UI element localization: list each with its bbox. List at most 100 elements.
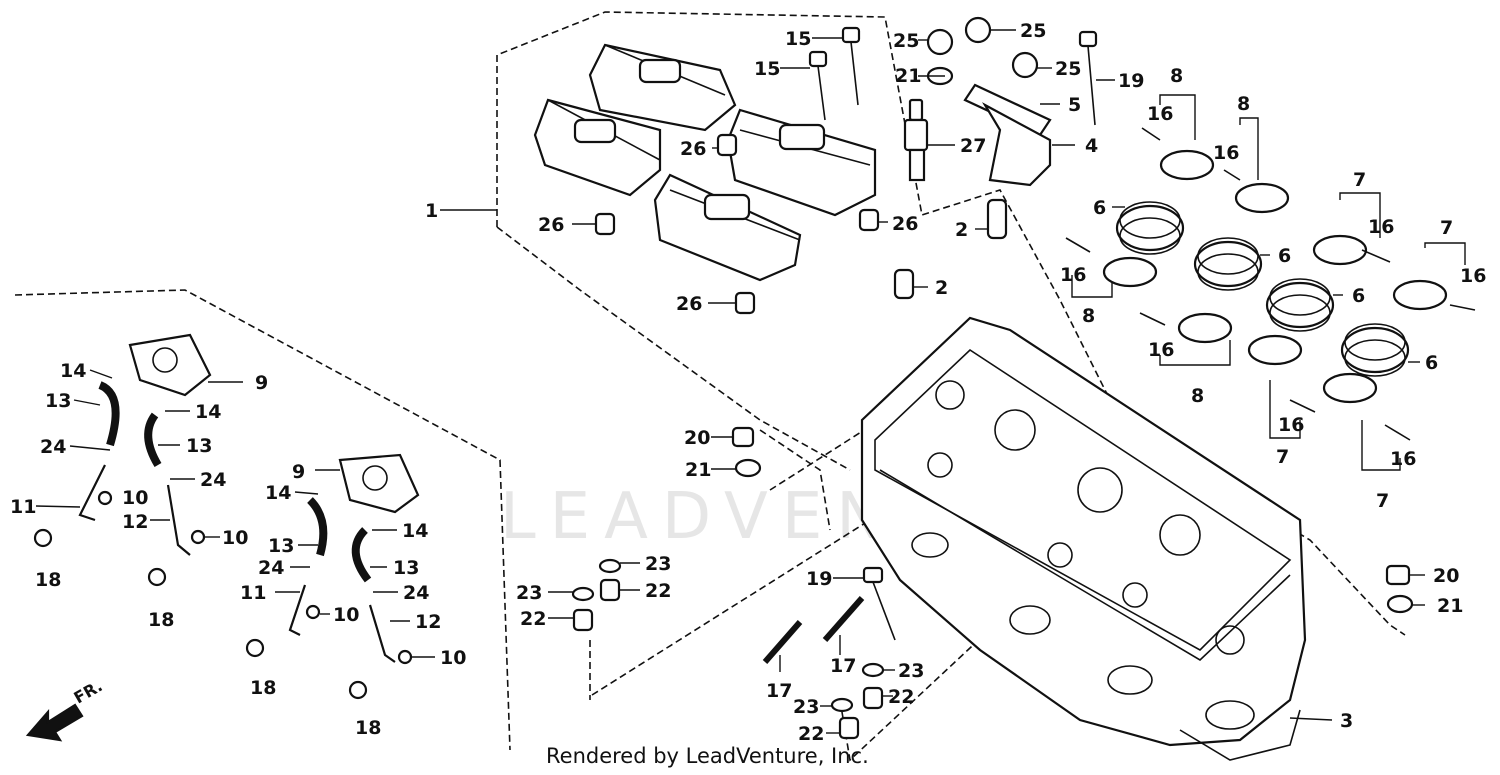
callout-24-c: 24 xyxy=(258,557,284,579)
direction-label: FR. xyxy=(71,676,106,707)
callout-26-d: 26 xyxy=(676,293,702,315)
clamp-7-a xyxy=(1312,234,1368,266)
callout-18-a: 18 xyxy=(35,569,61,591)
callout-18-b: 18 xyxy=(148,609,174,631)
screw-16-d xyxy=(1139,312,1166,326)
callout-14-c: 14 xyxy=(265,482,291,504)
joint-9-b xyxy=(338,453,420,514)
bolt-19-lower xyxy=(862,566,896,641)
lower-guide-line-3 xyxy=(839,619,1001,762)
screw-16-e xyxy=(1361,249,1391,263)
callout-18-d: 18 xyxy=(355,717,381,739)
callout-14-d: 14 xyxy=(402,520,428,542)
callout-4: 4 xyxy=(1085,135,1098,157)
callout-6-a: 6 xyxy=(1093,197,1106,219)
collar-2-b xyxy=(893,268,915,300)
washer-23-b xyxy=(571,586,595,602)
left-group-outline xyxy=(14,289,511,751)
clamp-7-c xyxy=(1247,334,1303,366)
cam-holder-3 xyxy=(726,108,877,217)
hose-13-a xyxy=(98,381,120,447)
clamp-8-a xyxy=(1159,149,1215,181)
dowel-26-c xyxy=(858,208,880,232)
callout-2-b: 2 xyxy=(935,277,948,299)
callout-7-c: 7 xyxy=(1276,446,1289,468)
callout-17-b: 17 xyxy=(830,655,856,677)
callout-21-c: 21 xyxy=(1437,595,1463,617)
callout-8-a: 8 xyxy=(1170,65,1183,87)
washer-23-d xyxy=(830,697,854,713)
cap-nut-25-c xyxy=(1011,51,1039,79)
spark-plug xyxy=(903,98,929,182)
cam-holder-1 xyxy=(588,43,737,132)
bolt-20-a xyxy=(731,426,755,448)
pipe-11-b xyxy=(288,584,307,636)
cam-holder-2 xyxy=(533,98,662,197)
callout-25-a: 25 xyxy=(893,30,919,52)
callout-11-b: 11 xyxy=(240,582,266,604)
callout-23-d: 23 xyxy=(793,696,819,718)
clamp-8-c xyxy=(1102,256,1158,288)
clamp-7-d xyxy=(1322,372,1378,404)
callout-6-d: 6 xyxy=(1425,352,1438,374)
callout-26-b: 26 xyxy=(538,214,564,236)
pipe-12-b xyxy=(368,604,396,663)
washer-23-c xyxy=(861,662,885,678)
bolt-19-top xyxy=(1078,30,1098,126)
callout-5: 5 xyxy=(1068,94,1081,116)
callout-22-d: 22 xyxy=(798,723,824,745)
callout-16-g: 16 xyxy=(1278,414,1304,436)
pipe-11-a xyxy=(78,464,106,522)
callout-labels: 1 2 2 3 4 5 6 6 6 6 7 7 7 7 8 8 8 8 9 9 … xyxy=(10,20,1486,745)
callout-25-c: 25 xyxy=(1055,58,1081,80)
washer-23-a xyxy=(598,558,622,574)
callout-13-b: 13 xyxy=(186,435,212,457)
callout-22-b: 22 xyxy=(520,608,546,630)
dowel-26-b xyxy=(594,212,616,236)
callout-22-c: 22 xyxy=(888,686,914,708)
dowel-26-d xyxy=(734,291,756,315)
callout-23-a: 23 xyxy=(645,553,671,575)
callout-11-a: 11 xyxy=(10,496,36,518)
callout-13-c: 13 xyxy=(268,535,294,557)
callout-10-c: 10 xyxy=(333,604,359,626)
callout-25-b: 25 xyxy=(1020,20,1046,42)
callout-6-b: 6 xyxy=(1278,245,1291,267)
bolt-15-b xyxy=(808,50,828,121)
dowel-22-a xyxy=(599,578,621,602)
callout-3: 3 xyxy=(1340,710,1353,732)
screw-16-g xyxy=(1289,399,1316,413)
callout-22-a: 22 xyxy=(645,580,671,602)
stud-17-b xyxy=(822,596,865,642)
callout-18-c: 18 xyxy=(250,677,276,699)
screw-16-h xyxy=(1384,424,1411,441)
callout-16-b: 16 xyxy=(1213,142,1239,164)
callout-13-d: 13 xyxy=(393,557,419,579)
callout-27: 27 xyxy=(960,135,986,157)
callout-24-b: 24 xyxy=(200,469,226,491)
bolt-18-c xyxy=(245,638,265,658)
washer-10-d xyxy=(397,649,413,665)
callout-9-a: 9 xyxy=(255,372,268,394)
callout-23-b: 23 xyxy=(516,582,542,604)
bolt-18-a xyxy=(33,528,53,548)
cap-nut-25-a xyxy=(926,28,954,56)
insulator-6-b xyxy=(1193,237,1263,291)
callout-20-a: 20 xyxy=(684,427,710,449)
washer-10-c xyxy=(305,604,321,620)
screw-16-f xyxy=(1449,304,1476,311)
callout-6-c: 6 xyxy=(1352,285,1365,307)
callout-21-a: 21 xyxy=(895,65,921,87)
callout-2-a: 2 xyxy=(955,219,968,241)
callout-26-c: 26 xyxy=(892,213,918,235)
head-guide-line-2 xyxy=(759,429,831,531)
callout-7-a: 7 xyxy=(1353,169,1366,191)
hose-13-c xyxy=(307,497,328,557)
washer-21-b xyxy=(1386,594,1414,614)
clamp-7-b xyxy=(1392,279,1448,311)
rendered-by-footer: Rendered by LeadVenture, Inc. xyxy=(546,744,869,768)
callout-10-b: 10 xyxy=(222,527,248,549)
callout-19-b: 19 xyxy=(806,568,832,590)
clamp-8-d xyxy=(1177,312,1233,344)
